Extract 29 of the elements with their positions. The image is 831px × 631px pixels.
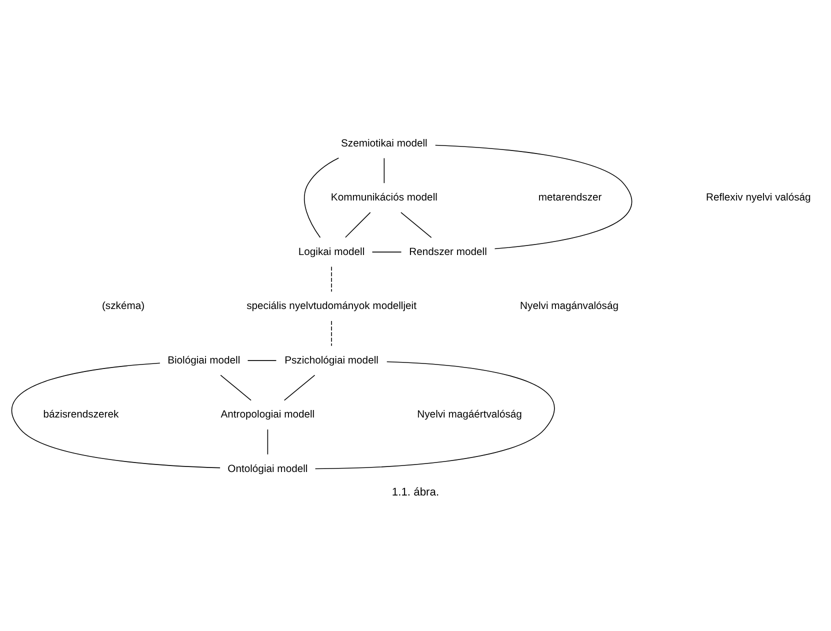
connector	[314, 361, 555, 470]
connector	[304, 158, 340, 238]
connector	[220, 374, 252, 401]
label: Reflexiv nyelvi valóság	[706, 192, 811, 204]
connector	[284, 374, 316, 401]
node-text: Rendszer modell	[409, 246, 487, 258]
label: (szkéma)	[102, 301, 145, 312]
connector	[12, 362, 220, 468]
label: Nyelvi magánvalóság	[520, 301, 619, 312]
node-text: Pszichológiai modell	[284, 355, 378, 366]
connector	[384, 158, 385, 184]
connector	[434, 144, 632, 250]
caption: 1.1. ábra.	[392, 486, 440, 499]
node-text: Szemiotikai modell	[340, 138, 428, 150]
connector	[331, 266, 332, 292]
connector	[331, 320, 332, 346]
label: Nyelvi magáértvalóság	[417, 410, 522, 421]
node-text: Biológiai modell	[168, 355, 240, 366]
node-text: Logikai modell	[298, 246, 365, 258]
node-text: Antropologiai modell	[220, 410, 315, 421]
connector	[400, 212, 432, 238]
connector	[345, 212, 371, 238]
node-text: Kommunikációs modell	[330, 192, 438, 204]
node-text: Ontológiai modell	[228, 464, 308, 475]
node-text: speciális nyelvtudományok modelljeit	[246, 301, 416, 312]
connector	[247, 360, 277, 361]
label: metarendszer	[538, 192, 602, 204]
label: bázisrendszerek	[43, 410, 119, 421]
connector	[267, 429, 268, 455]
